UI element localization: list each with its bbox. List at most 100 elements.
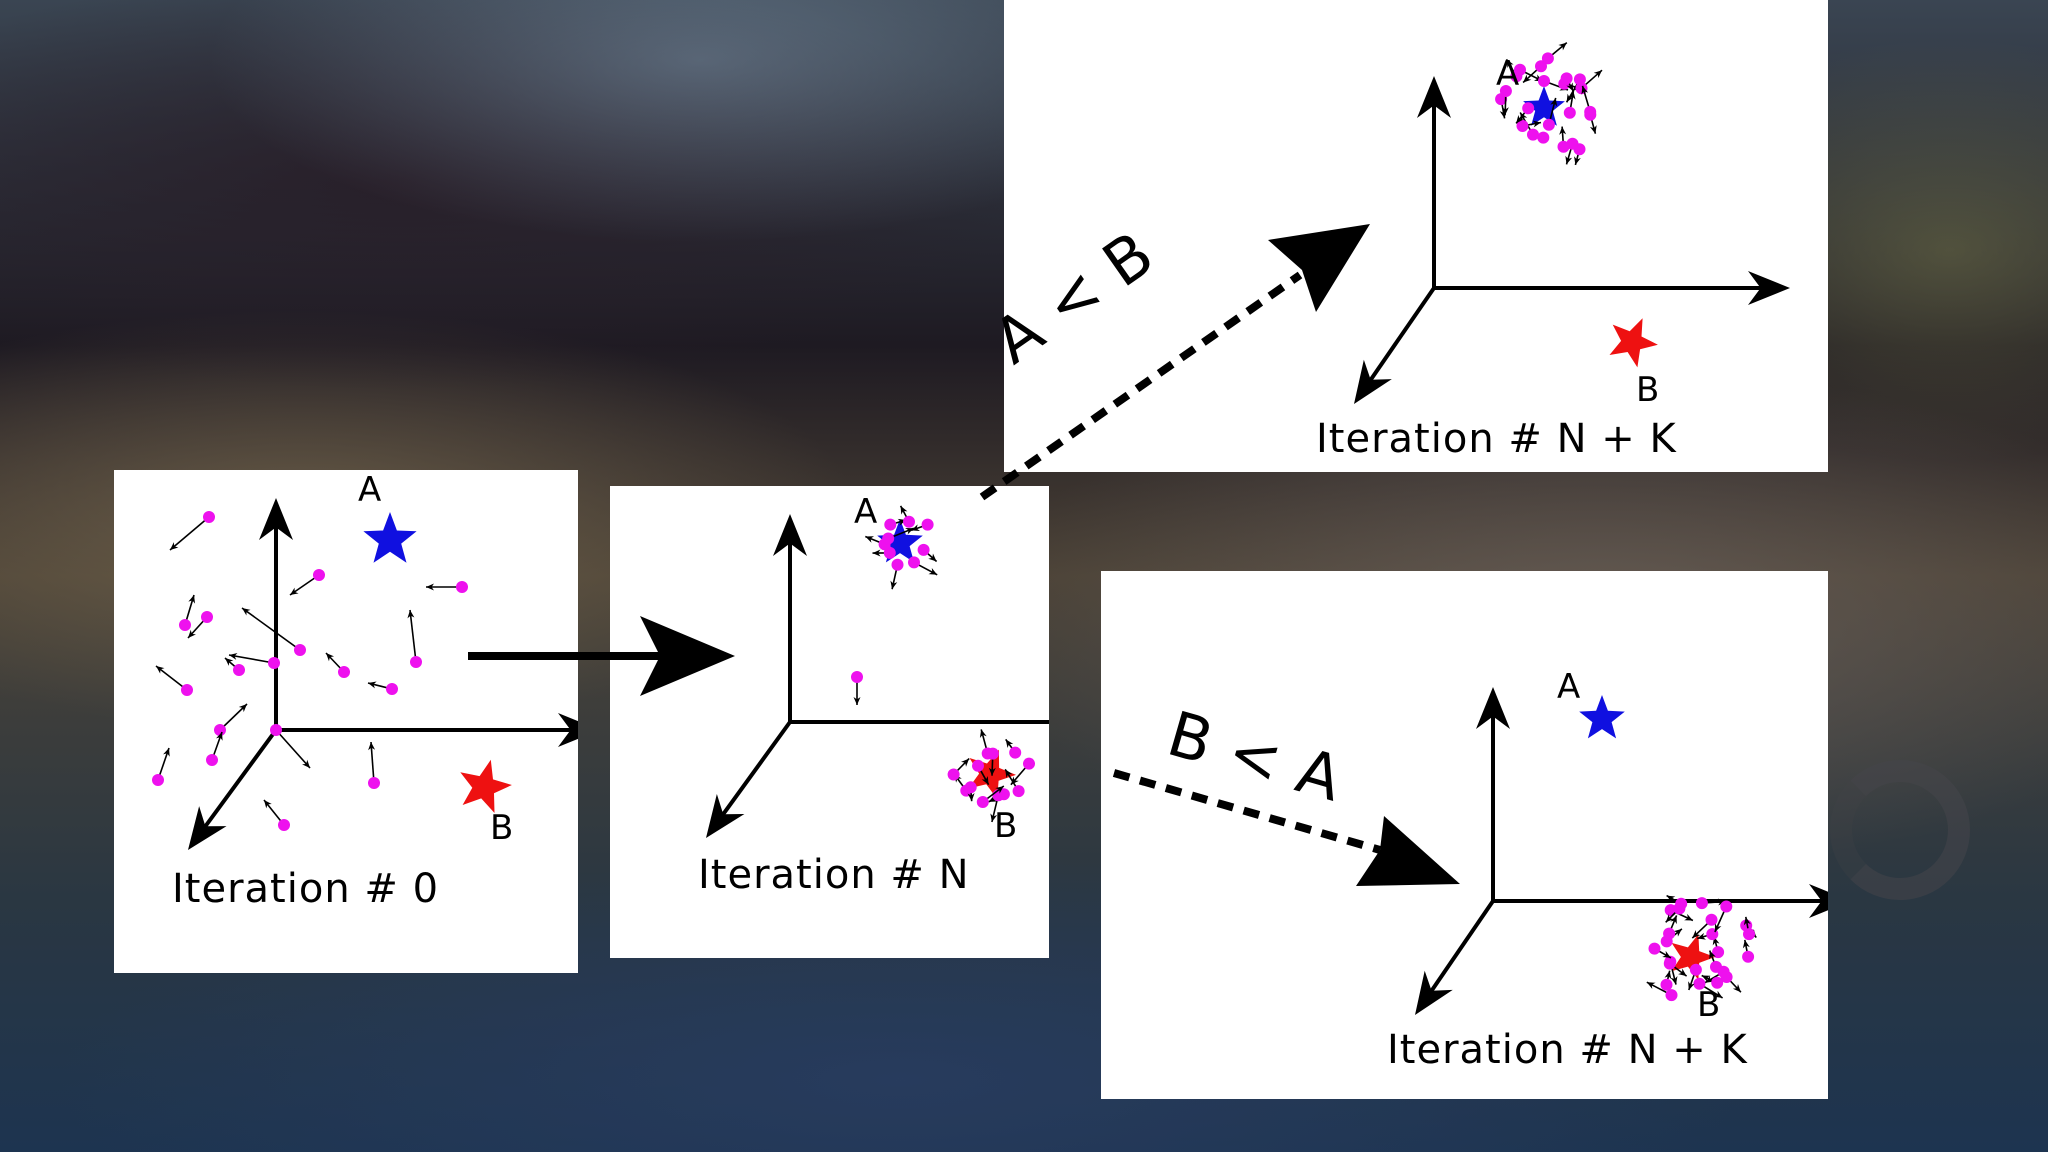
velocity-arrow-head bbox=[1559, 126, 1567, 135]
particle bbox=[1742, 950, 1755, 963]
velocity-arrow-head bbox=[1593, 70, 1602, 79]
particle bbox=[1560, 72, 1573, 85]
velocity-arrow bbox=[241, 607, 301, 651]
particle bbox=[1012, 785, 1025, 798]
particle bbox=[1023, 757, 1035, 770]
star-b-label: B bbox=[1636, 370, 1660, 410]
particle bbox=[917, 543, 930, 556]
velocity-arrow-head bbox=[1589, 125, 1597, 134]
particle bbox=[1660, 978, 1673, 991]
particle bbox=[1720, 971, 1733, 983]
velocity-arrow-head bbox=[302, 759, 310, 768]
star-a-label: A bbox=[358, 470, 382, 510]
velocity-arrow-head bbox=[1701, 975, 1711, 983]
velocity-arrow-head bbox=[242, 608, 251, 616]
velocity-arrow-head bbox=[368, 742, 376, 751]
particle bbox=[1557, 140, 1570, 153]
velocity-arrow-head bbox=[225, 658, 234, 666]
velocity-arrow-head bbox=[995, 786, 1004, 794]
velocity-arrow-head bbox=[1581, 85, 1589, 95]
star-b-label: B bbox=[994, 806, 1018, 846]
particle bbox=[1665, 989, 1678, 1002]
velocity-arrow-head bbox=[928, 553, 937, 562]
velocity-arrow-head bbox=[216, 732, 223, 741]
velocity-arrow-head bbox=[1550, 97, 1558, 107]
velocity-arrow-head bbox=[1574, 156, 1581, 165]
velocity-arrow-head bbox=[326, 653, 335, 662]
particle bbox=[1563, 106, 1576, 119]
particle bbox=[1499, 85, 1512, 97]
velocity-arrow-head bbox=[900, 505, 908, 515]
star-a-label: A bbox=[1557, 667, 1581, 707]
panel-iteration-0: A B Iteration # 0 bbox=[114, 470, 578, 973]
particle bbox=[1663, 957, 1676, 970]
velocity-arrow-head bbox=[1666, 895, 1676, 903]
velocity-arrow-head bbox=[1692, 930, 1701, 939]
velocity-arrow-head bbox=[1713, 990, 1723, 998]
particle bbox=[456, 581, 468, 593]
velocity-arrow-head bbox=[961, 758, 970, 767]
particle bbox=[851, 671, 863, 683]
particle bbox=[152, 774, 164, 786]
velocity-arrow-head bbox=[1709, 950, 1716, 960]
panel-caption: Iteration # N bbox=[698, 852, 970, 898]
particle bbox=[181, 684, 193, 696]
iteration-0-plot bbox=[152, 498, 578, 850]
star-a bbox=[877, 519, 923, 563]
particle bbox=[278, 819, 290, 831]
axis-diagonal bbox=[199, 728, 278, 834]
iteration-n-plot bbox=[706, 505, 1049, 838]
star-b-label: B bbox=[490, 808, 514, 848]
particle bbox=[268, 657, 280, 669]
velocity-arrow-head bbox=[1532, 120, 1541, 128]
velocity-arrow-head bbox=[407, 610, 415, 619]
axis-diagonal bbox=[1364, 286, 1436, 388]
velocity-arrow-head bbox=[1664, 970, 1672, 980]
watermark-logo bbox=[1830, 760, 1970, 900]
star-b bbox=[1609, 318, 1658, 368]
velocity-arrow-head bbox=[1005, 739, 1014, 748]
velocity-arrow-head bbox=[928, 567, 938, 575]
particle bbox=[201, 611, 213, 623]
velocity-arrow-head bbox=[1501, 106, 1509, 116]
velocity-arrow-head bbox=[1742, 939, 1750, 949]
velocity-arrow-head bbox=[865, 536, 875, 543]
particle bbox=[882, 532, 895, 545]
velocity-arrow-head bbox=[1673, 928, 1682, 937]
velocity-arrow-head bbox=[1688, 981, 1695, 990]
velocity-arrow-head bbox=[229, 652, 238, 660]
star-a bbox=[363, 512, 417, 563]
panel-iteration-nk-bottom: A B Iteration # N + K bbox=[1101, 571, 1828, 1099]
particle bbox=[1537, 131, 1550, 144]
velocity-arrow bbox=[228, 654, 275, 664]
particle bbox=[1527, 128, 1539, 141]
velocity-arrow-head bbox=[188, 595, 196, 604]
axis-diagonal bbox=[1425, 899, 1495, 1000]
particle bbox=[368, 777, 380, 789]
particle bbox=[1514, 63, 1526, 76]
particle bbox=[947, 768, 960, 781]
velocity-arrow-head bbox=[988, 795, 998, 802]
particle bbox=[921, 518, 934, 531]
velocity-arrow-head bbox=[1684, 913, 1693, 921]
velocity-arrow-head bbox=[1516, 114, 1524, 124]
axis-vertical-head bbox=[259, 498, 293, 540]
particle bbox=[1535, 60, 1547, 73]
star-a bbox=[1579, 695, 1625, 739]
particle bbox=[883, 546, 896, 559]
velocity-arrow bbox=[155, 665, 188, 691]
velocity-arrow-head bbox=[238, 704, 247, 713]
particle bbox=[270, 724, 282, 736]
particle bbox=[1575, 82, 1588, 95]
particle bbox=[179, 619, 191, 631]
velocity-arrow-head bbox=[990, 813, 998, 822]
particle bbox=[1541, 52, 1554, 65]
velocity-arrow-head bbox=[890, 580, 898, 590]
particle bbox=[891, 558, 904, 571]
velocity-arrow-head bbox=[1662, 950, 1671, 958]
velocity-arrow-head bbox=[1566, 82, 1574, 92]
velocity-arrow-head bbox=[163, 748, 170, 757]
velocity-arrow bbox=[219, 703, 248, 731]
axis-diagonal bbox=[716, 720, 792, 822]
velocity-arrow bbox=[275, 729, 311, 769]
